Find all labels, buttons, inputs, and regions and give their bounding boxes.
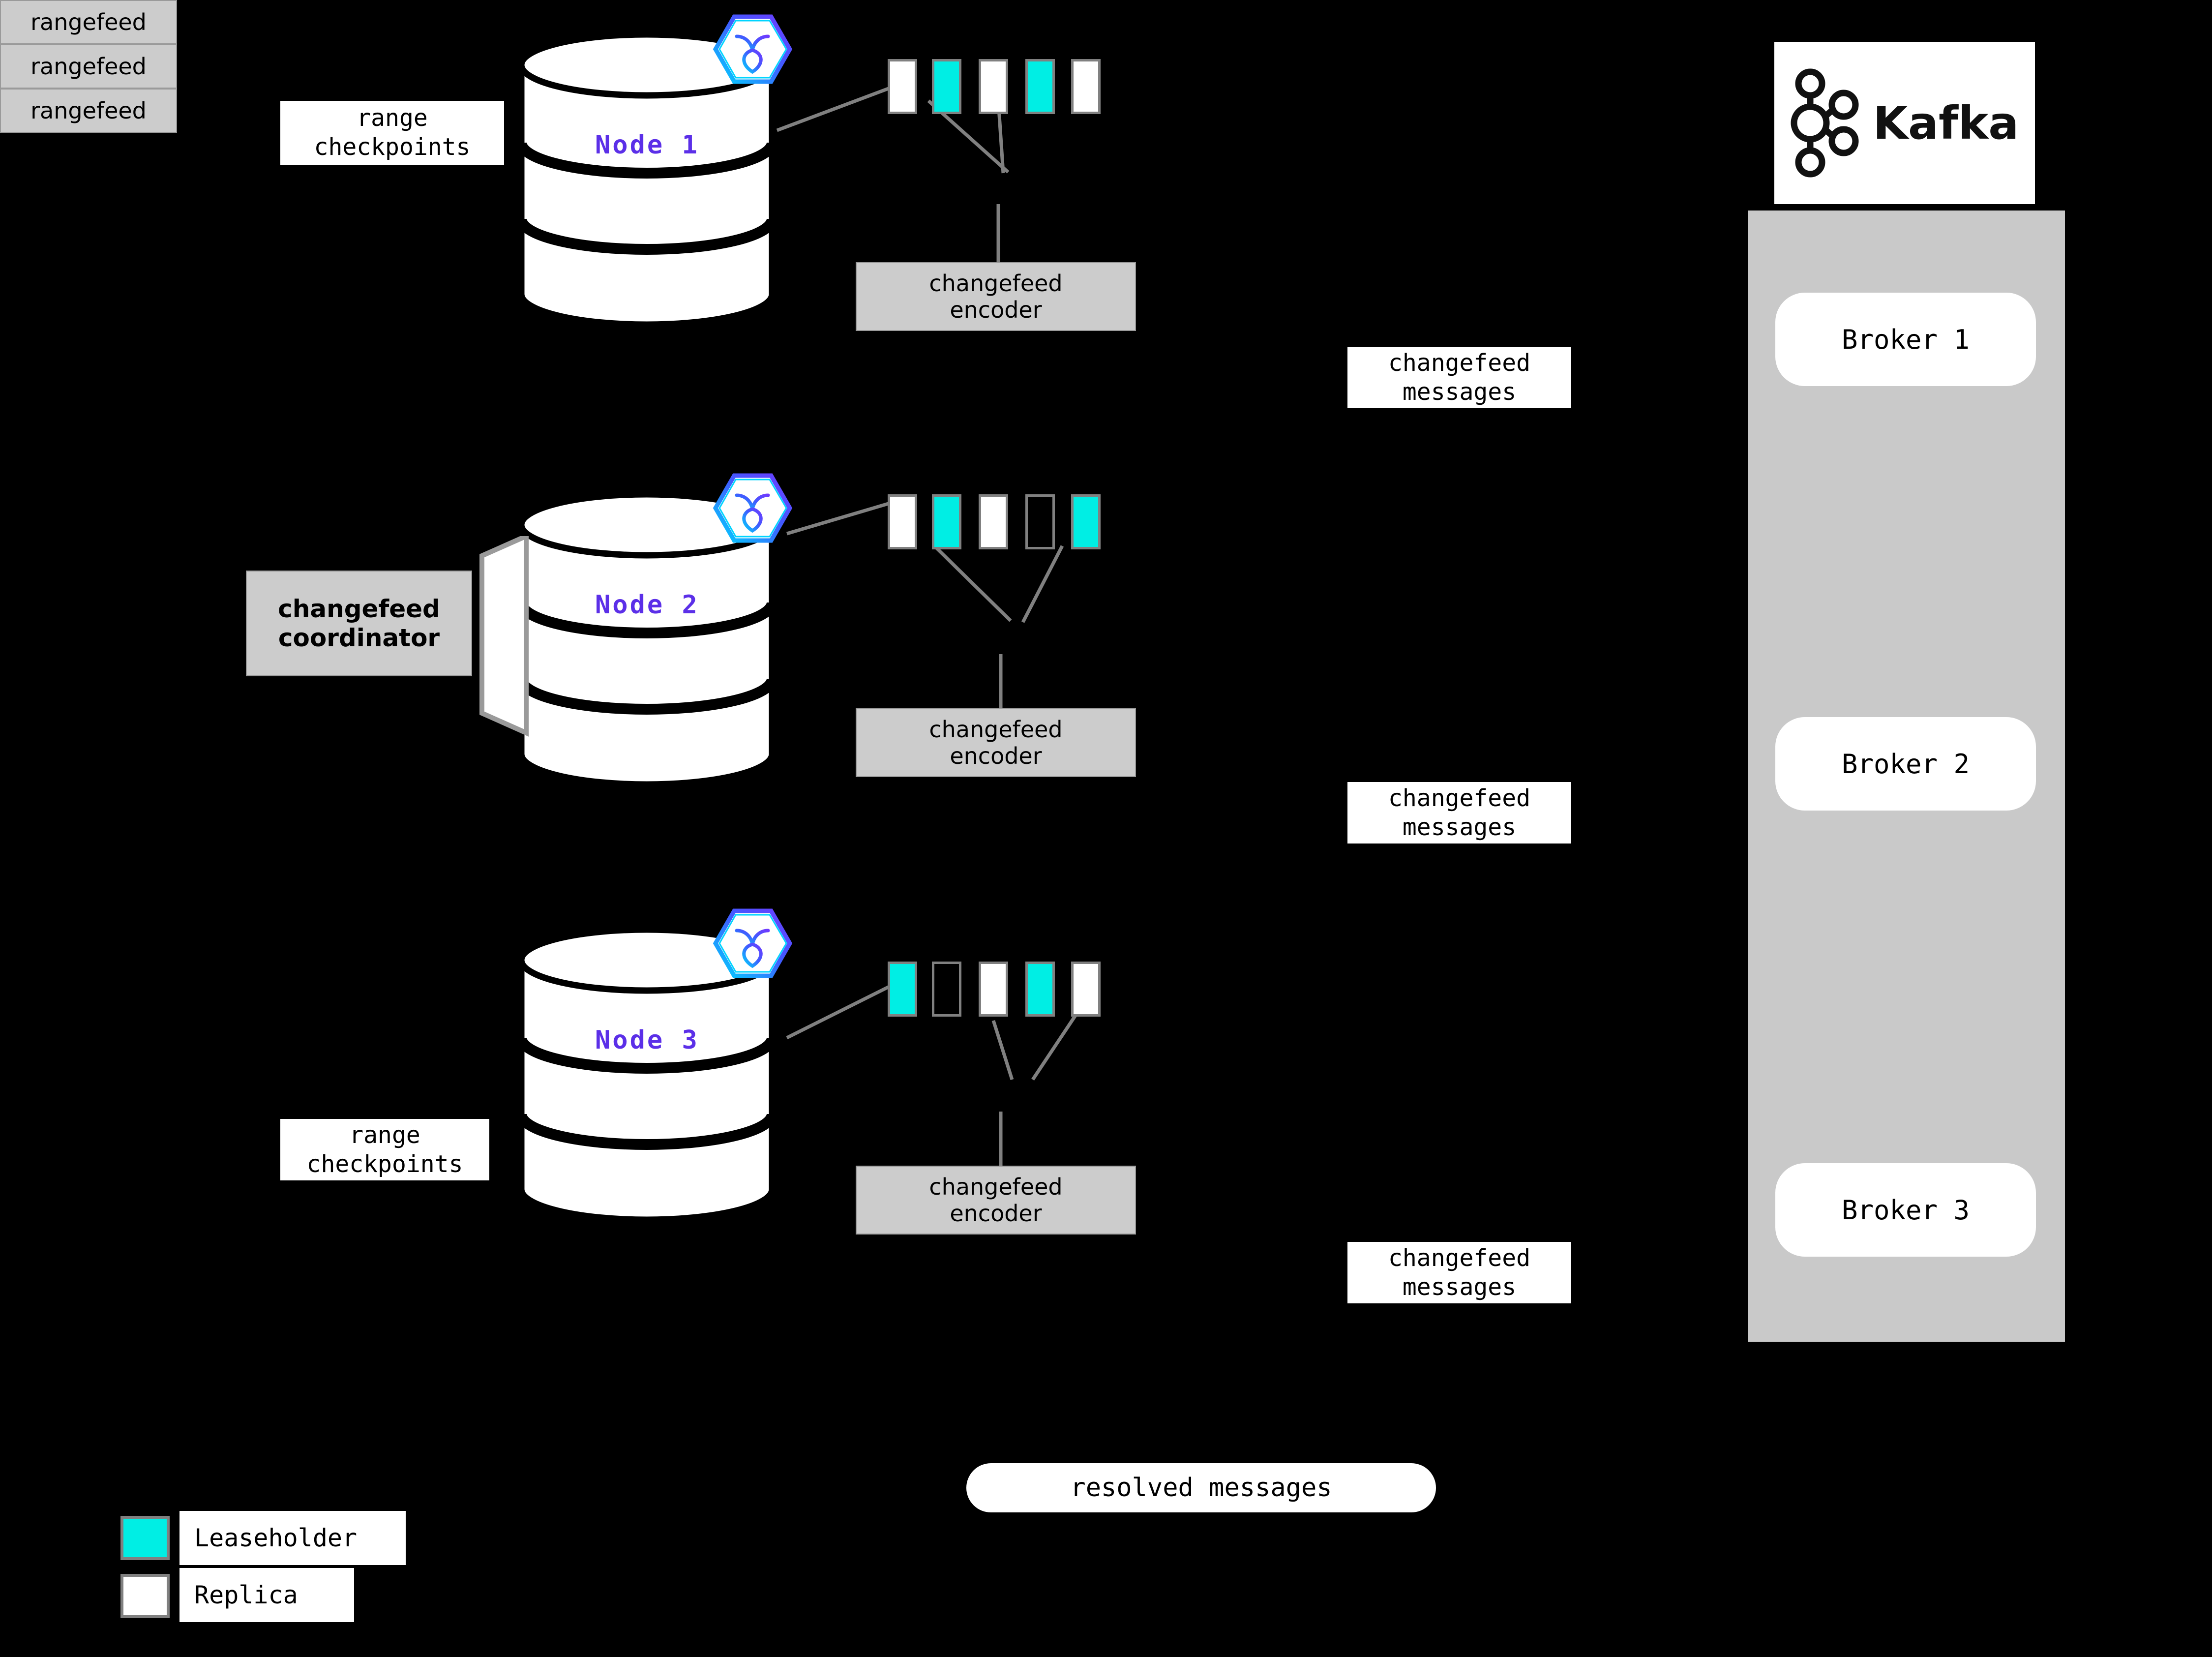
range-leaseholder — [1071, 494, 1101, 549]
cockroachdb-hex-icon — [710, 470, 796, 558]
changefeed-messages-line-1: changefeed — [1388, 1244, 1530, 1272]
range-leaseholder — [1025, 59, 1055, 114]
node-cylinder-3 — [516, 925, 777, 1225]
range-checkpoints-label-2: range checkpoints — [280, 1119, 489, 1180]
node-cylinder-1 — [516, 30, 777, 330]
cockroachdb-hex-icon — [710, 905, 796, 993]
checkpoint-line-1: range — [349, 1121, 420, 1149]
node-label-1: Node 1 — [595, 130, 699, 160]
coordinator-line-2: coordinator — [278, 623, 440, 652]
changefeed-messages-line-1: changefeed — [1388, 784, 1530, 812]
encoder-line-2: encoder — [950, 743, 1042, 769]
kafka-logo: Kafka — [1774, 42, 2035, 204]
legend-label-replica: Replica — [179, 1568, 354, 1622]
changefeed-messages-line-2: messages — [1402, 378, 1517, 406]
rangefeed-box-1[interactable]: rangefeed — [0, 0, 177, 44]
broker-1[interactable]: Broker 1 — [1775, 293, 2036, 386]
range-empty — [1025, 494, 1055, 549]
range-replica — [979, 59, 1008, 114]
encoder-line-1: changefeed — [929, 270, 1063, 297]
changefeed-messages-line-2: messages — [1402, 1273, 1517, 1301]
range-leaseholder — [932, 494, 961, 549]
kafka-wordmark: Kafka — [1873, 96, 2019, 150]
node-label-2: Node 2 — [595, 590, 699, 620]
range-replica — [888, 494, 917, 549]
changefeed-messages-label-2: changefeed messages — [1347, 782, 1571, 844]
changefeed-encoder-box-1[interactable]: changefeed encoder — [856, 262, 1136, 331]
changefeed-messages-label-3: changefeed messages — [1347, 1242, 1571, 1303]
range-replica — [979, 962, 1008, 1017]
changefeed-messages-line-2: messages — [1402, 813, 1517, 841]
cockroachdb-hex-icon — [710, 11, 796, 99]
range-replica — [1071, 962, 1101, 1017]
changefeed-coordinator-box[interactable]: changefeed coordinator — [246, 571, 472, 676]
coordinator-line-1: changefeed — [278, 594, 440, 623]
checkpoint-line-2: checkpoints — [306, 1150, 463, 1178]
broker-2[interactable]: Broker 2 — [1775, 717, 2036, 811]
rangefeed-box-3[interactable]: rangefeed — [0, 89, 177, 133]
legend-swatch-replica — [120, 1574, 170, 1618]
resolved-messages-pill: resolved messages — [966, 1463, 1436, 1512]
broker-3[interactable]: Broker 3 — [1775, 1163, 2036, 1257]
checkpoint-line-2: checkpoints — [314, 133, 471, 161]
node-cylinder-2 — [516, 489, 777, 789]
changefeed-encoder-box-3[interactable]: changefeed encoder — [856, 1166, 1136, 1235]
changefeed-messages-line-1: changefeed — [1388, 349, 1530, 377]
node-label-3: Node 3 — [595, 1025, 699, 1055]
encoder-line-2: encoder — [950, 1200, 1042, 1227]
range-empty — [932, 962, 961, 1017]
rangefeed-box-2[interactable]: rangefeed — [0, 44, 177, 89]
range-replica — [888, 59, 917, 114]
changefeed-encoder-box-2[interactable]: changefeed encoder — [856, 708, 1136, 777]
changefeed-messages-label-1: changefeed messages — [1347, 347, 1571, 408]
legend-label-leaseholder: Leaseholder — [179, 1511, 406, 1565]
encoder-line-2: encoder — [950, 297, 1042, 323]
range-replica — [1071, 59, 1101, 114]
range-leaseholder — [1025, 962, 1055, 1017]
legend-swatch-leaseholder — [120, 1516, 170, 1560]
range-replica — [979, 494, 1008, 549]
kafka-nodes-icon — [1791, 68, 1859, 178]
encoder-line-1: changefeed — [929, 716, 1063, 743]
range-leaseholder — [932, 59, 961, 114]
range-leaseholder — [888, 962, 917, 1017]
checkpoint-line-1: range — [357, 104, 428, 132]
coordinator-flag-shape — [479, 536, 529, 737]
range-checkpoints-label-1: range checkpoints — [280, 101, 504, 165]
encoder-line-1: changefeed — [929, 1173, 1063, 1200]
